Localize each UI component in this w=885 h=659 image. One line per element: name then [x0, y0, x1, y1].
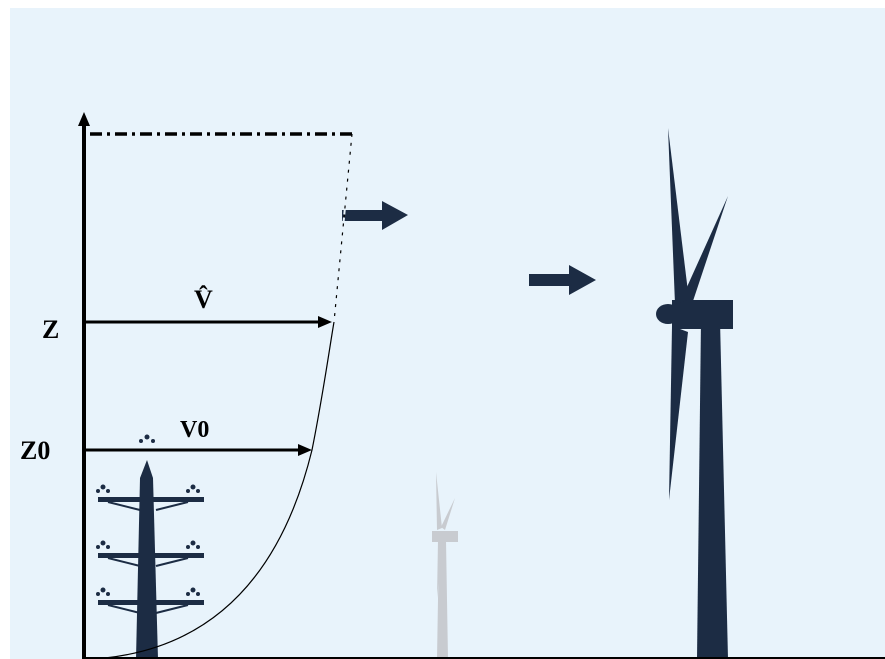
height-label-z0: Z0: [20, 436, 50, 465]
sky-background: [10, 8, 885, 659]
height-axis: [78, 112, 90, 659]
profile-curve-dashed-segment: [333, 133, 353, 323]
height-label-z: Z: [42, 315, 59, 344]
distant-wind-turbine-icon: [432, 472, 458, 659]
wind-arrow-icon: [529, 265, 596, 295]
wind-turbine-icon: [656, 128, 733, 659]
velocity-label-v-hat: V̂: [194, 285, 213, 314]
velocity-arrow-z0: [86, 444, 312, 456]
wind-arrow-icon: [342, 201, 408, 230]
velocity-arrow-z: [86, 316, 332, 328]
wind-profile-curve: [104, 133, 353, 659]
velocity-label-v0: V0: [180, 417, 209, 443]
power-pylon-icon: [96, 434, 204, 659]
